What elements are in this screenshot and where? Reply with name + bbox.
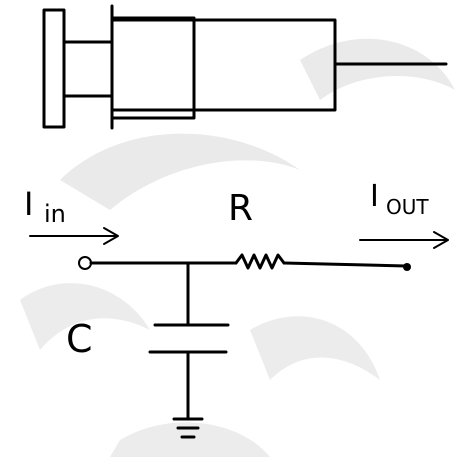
- output-wire: [282, 261, 408, 268]
- syringe-plunger-seal: [110, 16, 196, 120]
- resistor-symbol: [234, 253, 286, 270]
- syringe-illustration: [42, 4, 448, 130]
- output-terminal: [403, 263, 411, 271]
- i-in-subscript: in: [44, 200, 66, 228]
- i-out-subscript: OUT: [386, 195, 429, 219]
- ground-icon: [172, 417, 204, 439]
- i-in-arrow: [29, 227, 119, 245]
- watermark: [20, 38, 455, 457]
- capacitor-label: C: [66, 317, 93, 361]
- circuit-diagram: I in R I OUT C: [24, 179, 449, 439]
- syringe-barrel: [110, 18, 337, 112]
- input-terminal: [78, 256, 92, 270]
- resistor-label: R: [228, 188, 253, 229]
- syringe-plunger-head: [42, 8, 66, 129]
- i-out-label: I: [370, 179, 379, 214]
- syringe-plunger-rod: [62, 40, 114, 98]
- i-in-label: I: [24, 185, 33, 223]
- i-out-arrow: [359, 231, 449, 249]
